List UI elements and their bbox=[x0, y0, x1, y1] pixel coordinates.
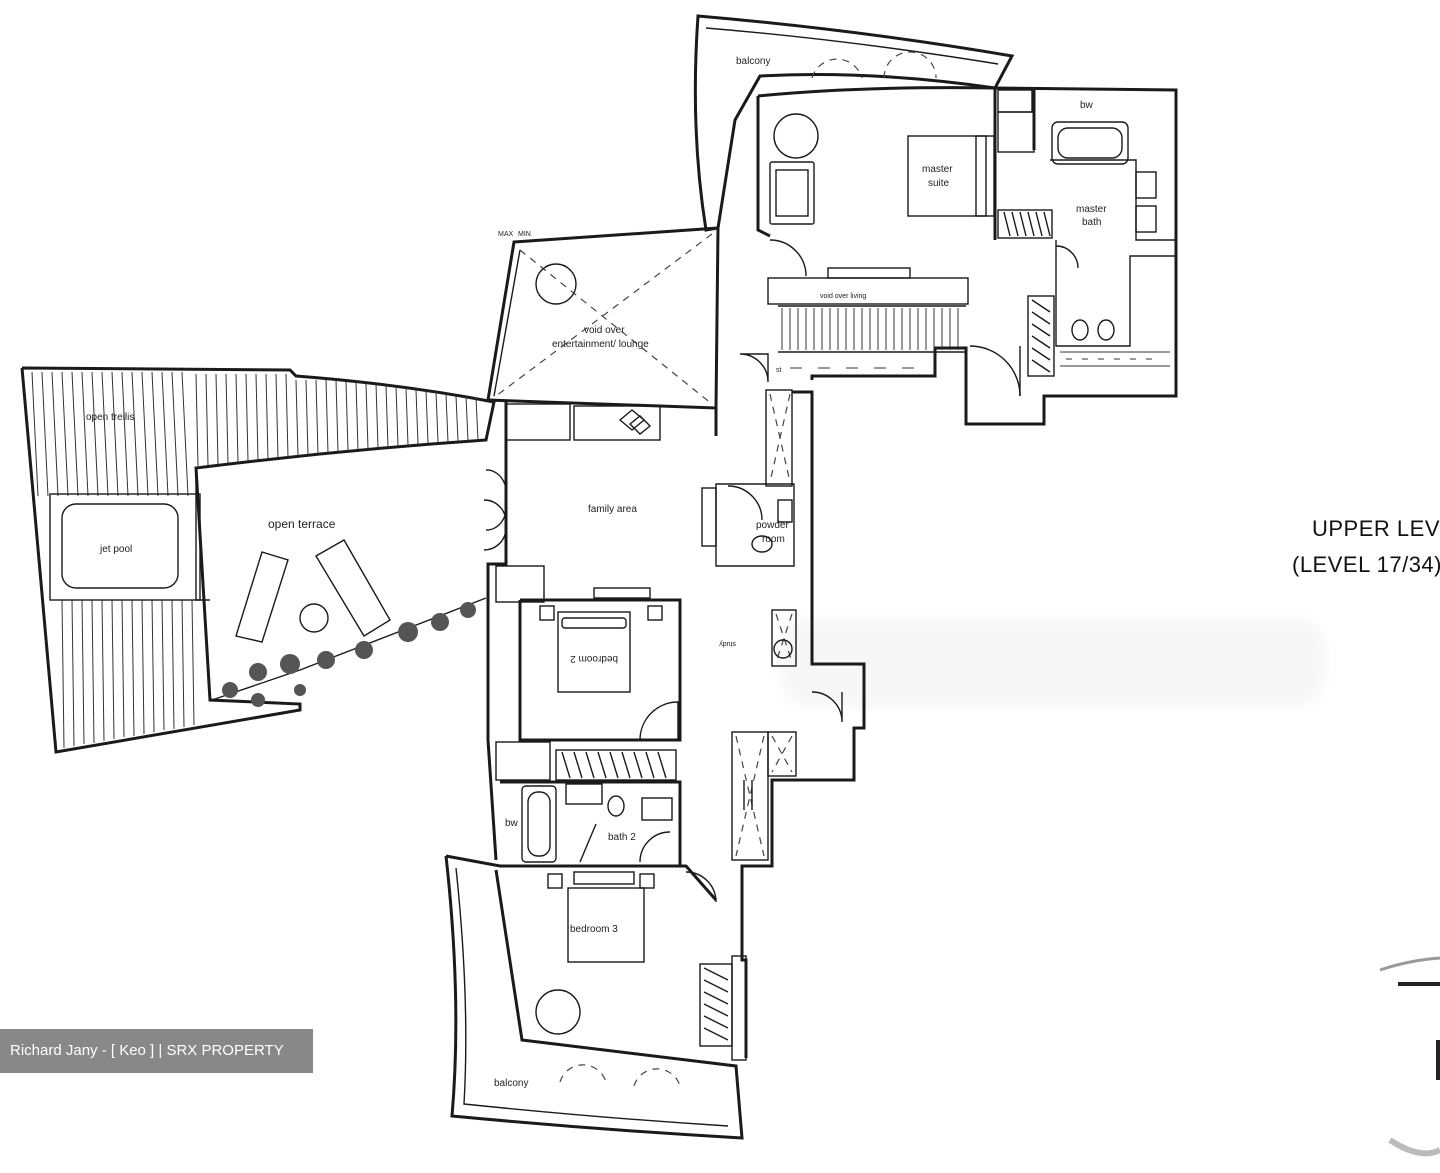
master-suite-label-2: suite bbox=[928, 178, 950, 189]
level-title: UPPER LEVEL (LEVEL 17/34) bbox=[1292, 516, 1440, 577]
stair-void-living: void over living st bbox=[739, 239, 969, 383]
master-bath-label-2: bath bbox=[1082, 217, 1101, 228]
family-area-label: family area bbox=[588, 504, 637, 515]
master-bath-label-1: master bbox=[1076, 204, 1107, 215]
min-label: MIN bbox=[518, 231, 531, 238]
balcony-top-label: balcony bbox=[736, 56, 770, 67]
void-entertainment-label-1: void over bbox=[584, 325, 625, 336]
open-terrace-block: open trellis open terrace jet pool bbox=[20, 366, 496, 754]
jet-pool-label: jet pool bbox=[99, 544, 132, 555]
bedroom-2-block: bedroom 2 study bbox=[495, 565, 736, 742]
bedroom-3-label: bedroom 3 bbox=[570, 924, 618, 935]
master-suite-block: bw master suite master bath bbox=[756, 86, 1178, 426]
max-label: MAX bbox=[498, 231, 514, 238]
powder-room-label-1: powder bbox=[756, 520, 789, 531]
master-suite-label-1: master bbox=[922, 164, 953, 175]
family-area-block: family area powder room bbox=[483, 389, 866, 1058]
bath-2-block: bw bath 2 bbox=[495, 741, 682, 868]
study-label: study bbox=[719, 640, 736, 647]
title-line-1: UPPER LEVEL bbox=[1312, 516, 1440, 541]
bw-top-label: bw bbox=[1080, 100, 1094, 111]
void-entertainment: MAX MIN void over entertainment/ lounge bbox=[486, 226, 720, 410]
balcony-bottom-label: balcony bbox=[494, 1078, 528, 1089]
blurred-overlay bbox=[780, 618, 1325, 706]
bw-bottom-label: bw bbox=[505, 818, 519, 829]
powder-room-label-2: room bbox=[762, 534, 785, 545]
bedroom-3-block: bedroom 3 balcony bbox=[444, 854, 747, 1140]
bedroom-2-label: bedroom 2 bbox=[570, 653, 618, 664]
edge-fragment bbox=[1379, 956, 1440, 1157]
void-entertainment-label-2: entertainment/ lounge bbox=[552, 339, 649, 350]
open-trellis-label: open trellis bbox=[86, 412, 134, 423]
void-living-label: void over living bbox=[820, 293, 866, 300]
open-terrace-label: open terrace bbox=[268, 517, 336, 531]
bath-2-label: bath 2 bbox=[608, 832, 636, 843]
watermark: Richard Jany - [ Keo ] | SRX PROPERTY bbox=[0, 1029, 313, 1073]
st-label: st bbox=[776, 367, 782, 374]
balcony-top: balcony bbox=[693, 14, 1015, 232]
title-line-2: (LEVEL 17/34) bbox=[1292, 552, 1440, 577]
